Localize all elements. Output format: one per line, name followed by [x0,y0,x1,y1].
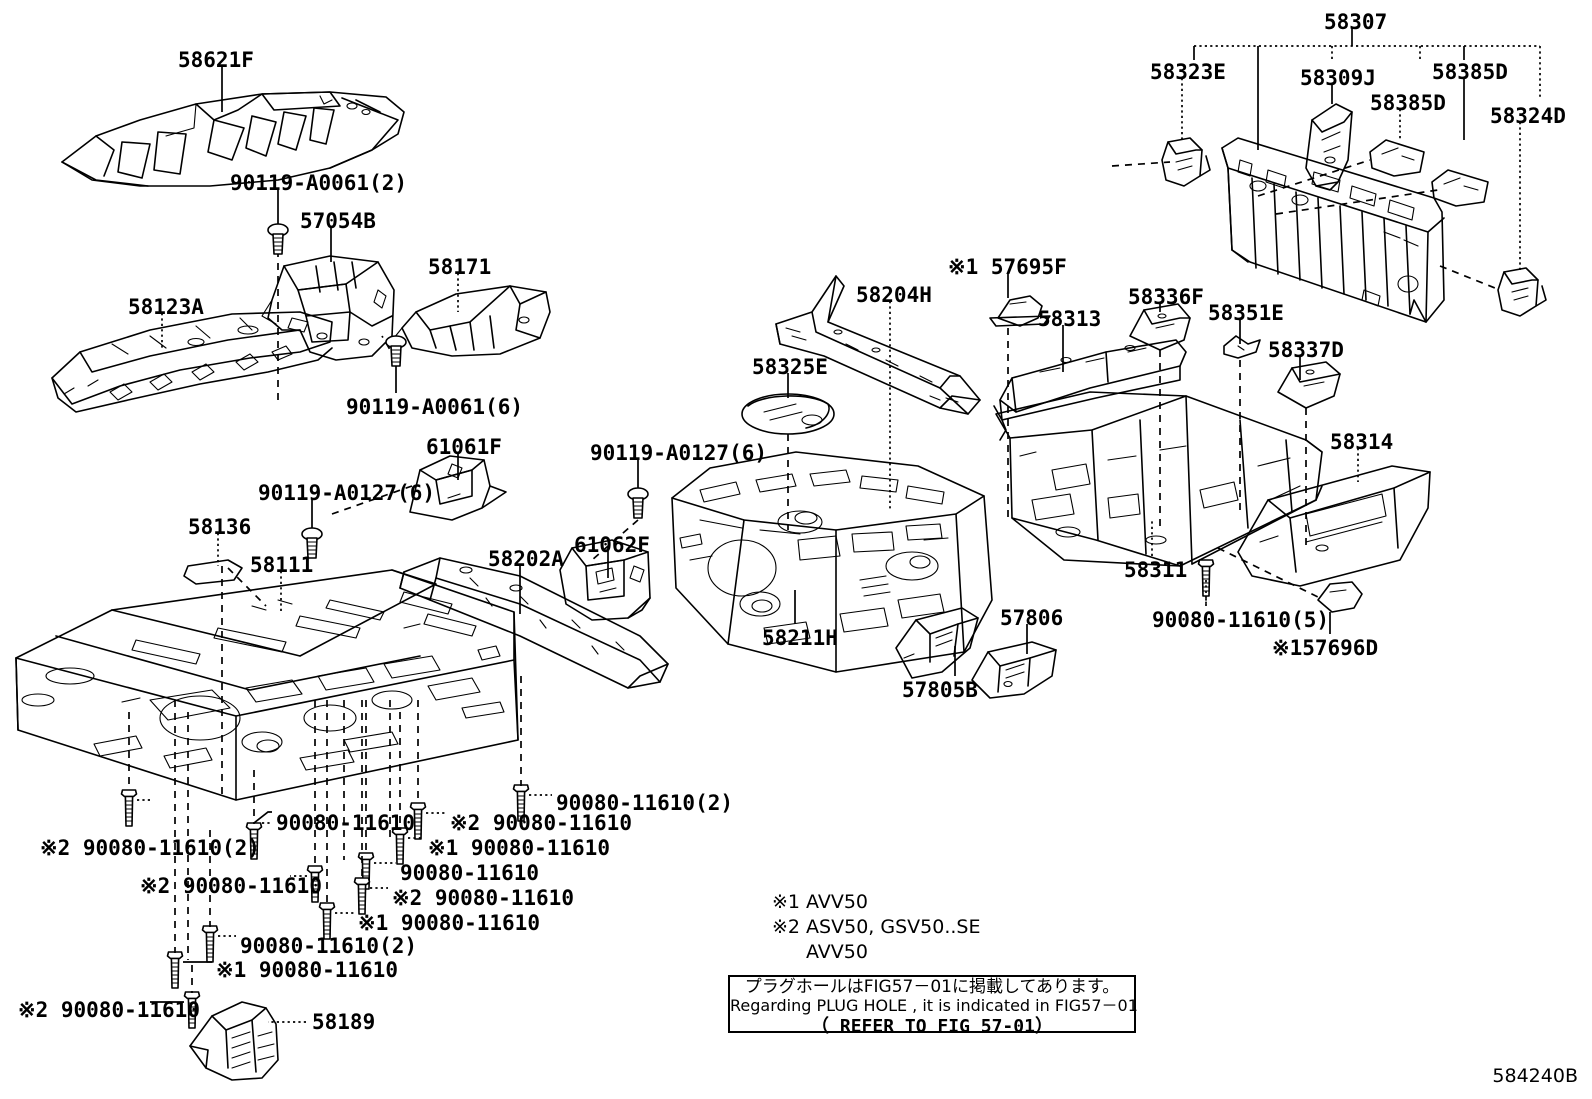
note-line-english: Regarding PLUG HOLE , it is indicated in… [730,996,1138,1016]
part-label-58202A[interactable]: 58202A [488,547,564,571]
part-label-58351E[interactable]: 58351E [1208,301,1284,325]
part-57054B-shape [261,255,395,361]
part-label-157696D[interactable]: ※157696D [1272,636,1379,660]
bolt-callout-b7[interactable]: ※2 90080-11610 [140,874,322,898]
part-58136-shape [183,559,243,585]
part-58337D-shape [1277,361,1341,409]
part-label-90119A01276[interactable]: 90119-A0127(6) [258,481,436,505]
part-label-58385D[interactable]: 58385D [1370,91,1446,115]
part-label-58311[interactable]: 58311 [1124,558,1188,582]
part-58307-shape [1221,137,1445,323]
part-58314-shape [1237,465,1431,587]
bolt-callout-b3[interactable]: ※2 90080-11610 [450,811,632,835]
part-label-57805B[interactable]: 57805B [902,678,978,702]
part-58189-shape [189,1001,279,1081]
part-58336F-shape [1129,303,1191,351]
part-label-57054B[interactable]: 57054B [300,209,376,233]
part-57805B-shape [895,607,979,679]
part-label-57806[interactable]: 57806 [1000,606,1064,630]
part-58325E-shape [741,393,835,435]
part-label-58204H[interactable]: 58204H [856,283,932,307]
part-58351E-shape [1223,335,1261,359]
part-label-58323E[interactable]: 58323E [1150,60,1226,84]
part-label-58123A[interactable]: 58123A [128,295,204,319]
part-58311-shape [995,391,1323,567]
bolt-callout-b10[interactable]: 90080-11610(2) [240,934,418,958]
part-label-157695F[interactable]: ※1 57695F [948,255,1067,279]
part-58385D-b-shape [1431,169,1489,207]
bolt-callout-b12[interactable]: ※2 90080-11610 [18,998,200,1022]
part-label-61062F[interactable]: 61062F [574,533,650,557]
part-label-58189[interactable]: 58189 [312,1010,376,1034]
part-58309J-shape [1305,103,1353,191]
bolt-callout-b6[interactable]: 90080-11610 [400,861,540,885]
part-label-58307[interactable]: 58307 [1324,10,1388,34]
part-58202A-shape [399,557,669,689]
part-label-58136[interactable]: 58136 [188,515,252,539]
note-line-reference: （ REFER TO FIG 57-01） [811,1015,1053,1037]
part-label-58385D[interactable]: 58385D [1432,60,1508,84]
part-label-90119A00616[interactable]: 90119-A0061(6) [346,395,524,419]
part-label-90080116105[interactable]: 90080-11610(5) [1152,608,1330,632]
part-label-58325E[interactable]: 58325E [752,355,828,379]
figure-id: 584240B [1492,1065,1578,1087]
part-58171-shape [393,285,551,357]
bolt-callout-b1[interactable]: 90080-11610(2) [556,791,734,815]
part-57806-shape [971,641,1057,699]
part-label-58309J[interactable]: 58309J [1300,66,1376,90]
part-58323E-shape [1161,137,1211,187]
part-label-58314[interactable]: 58314 [1330,430,1394,454]
part-label-58171[interactable]: 58171 [428,255,492,279]
bolt-callout-b8[interactable]: ※2 90080-11610 [392,886,574,910]
part-label-58313[interactable]: 58313 [1038,307,1102,331]
part-label-58621F[interactable]: 58621F [178,48,254,72]
footnote-fn3: AVV50 [806,941,868,963]
part-label-58337D[interactable]: 58337D [1268,338,1344,362]
part-58385D-a-shape [1369,139,1425,177]
footnote-fn2: ※2 ASV50, GSV50..SE [772,916,981,938]
bolt-callout-b5[interactable]: ※1 90080-11610 [428,836,610,860]
part-label-58111[interactable]: 58111 [250,553,314,577]
footnote-fn1: ※1 AVV50 [772,891,869,913]
part-label-90119A01276[interactable]: 90119-A0127(6) [590,441,768,465]
part-label-58336F[interactable]: 58336F [1128,285,1204,309]
bolt-callout-b11[interactable]: ※1 90080-11610 [216,958,398,982]
part-58324D-shape [1497,267,1547,317]
note-line-japanese: プラグホールはFIG57－01に掲載してあります。 [744,977,1120,997]
part-label-90119A00612[interactable]: 90119-A0061(2) [230,171,408,195]
part-label-61061F[interactable]: 61061F [426,435,502,459]
bolt-callout-b4[interactable]: ※2 90080-11610(2) [40,836,260,860]
part-label-58324D[interactable]: 58324D [1490,104,1566,128]
part-58111-shape [15,569,519,801]
plug-hole-note-box: プラグホールはFIG57－01に掲載してあります。 Regarding PLUG… [728,975,1138,1037]
part-58123A-shape [51,311,333,413]
bolt-callout-b9[interactable]: ※1 90080-11610 [358,911,540,935]
part-label-58211H[interactable]: 58211H [762,626,838,650]
part-58313-shape [993,339,1187,441]
bolt-callout-b2[interactable]: 90080-11610 [276,811,416,835]
